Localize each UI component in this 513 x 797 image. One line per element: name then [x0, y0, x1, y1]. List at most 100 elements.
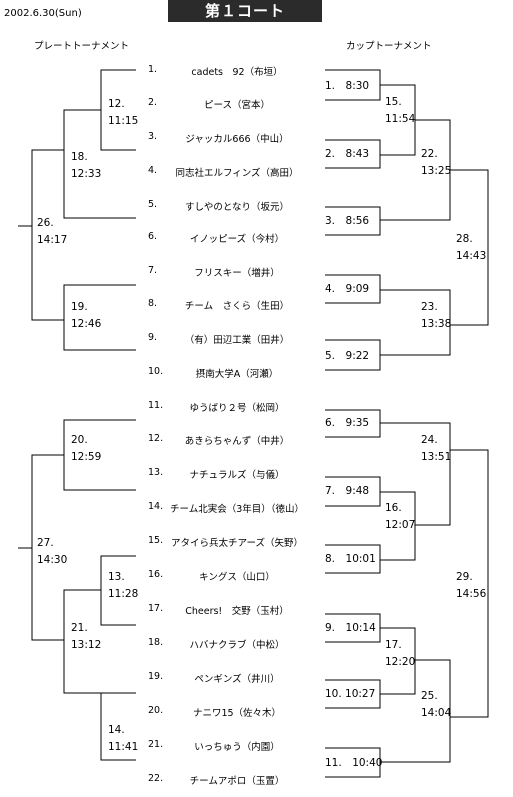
cup-bracket-m24	[380, 422, 451, 526]
team-row: 12. あきらちゃんず（中井）	[148, 433, 308, 449]
cup-match-label: 15.11:54	[385, 96, 416, 125]
team-row: 15. アタイら兵太チアーズ（矢野）	[148, 535, 308, 551]
team-number: 1.	[148, 64, 158, 75]
cup-first-round-label: 9. 10:14	[325, 622, 376, 634]
team-name: Cheers! 交野（玉村）	[185, 606, 289, 617]
cup-match-label: 24.13:51	[421, 434, 452, 463]
team-row: 16.キングス（山口）	[148, 569, 308, 585]
team-row: 4.同志社エルフィンズ（高田）	[148, 165, 308, 181]
cup-first-round-label: 7. 9:48	[325, 485, 370, 497]
team-number: 15.	[148, 535, 164, 546]
team-name: ゆうばり２号（松岡）	[189, 403, 285, 414]
team-number: 17.	[148, 603, 164, 614]
team-number: 12.	[148, 433, 164, 444]
team-row: 5. すしやのとなり（坂元）	[148, 199, 308, 215]
team-name: フリスキー（増井）	[194, 268, 280, 279]
team-number: 20.	[148, 705, 164, 716]
cup-first-round-label: 5. 9:22	[325, 350, 370, 362]
cup-match-box-2	[325, 139, 381, 169]
team-row: 22. チームアポロ（玉置）	[148, 773, 308, 789]
team-name: チーム さくら（生田）	[184, 301, 290, 312]
team-row: 1. cadets 92（布垣）	[148, 64, 308, 80]
team-row: 18.ハバナクラブ（中松）	[148, 637, 308, 653]
cup-bracket-m16	[380, 491, 416, 561]
team-name: アタイら兵太チアーズ（矢野）	[171, 538, 303, 549]
team-number: 22.	[148, 773, 164, 784]
team-number: 21.	[148, 739, 164, 750]
cup-first-round-label: 6. 9:35	[325, 417, 370, 429]
cup-bracket-m29	[450, 449, 489, 718]
team-name: すしやのとなり（坂元）	[184, 202, 290, 213]
team-name: cadets 92（布垣）	[191, 67, 283, 78]
team-number: 19.	[148, 671, 164, 682]
team-name: いっちゅう（内園）	[194, 742, 280, 753]
team-row: 7. フリスキー（増井）	[148, 265, 308, 281]
plate-match-label: 12.11:15	[108, 98, 139, 127]
team-name: ジャッカル666（中山）	[185, 134, 289, 145]
team-number: 7.	[148, 265, 158, 276]
team-row: 14. チーム北実会（3年目）（徳山）	[148, 501, 308, 517]
team-row: 2. ピース（宮本）	[148, 97, 308, 113]
team-number: 10.	[148, 366, 164, 377]
cup-first-round-label: 11. 10:40	[325, 757, 383, 769]
cup-first-round-label: 2. 8:43	[325, 148, 370, 160]
team-number: 13.	[148, 467, 164, 478]
team-number: 18.	[148, 637, 164, 648]
cup-match-label: 28.14:43	[456, 233, 487, 262]
cup-first-round-label: 10. 10:27	[325, 688, 376, 700]
team-row: 6.イノッピーズ（今村）	[148, 231, 308, 247]
team-row: 9.（有）田辺工業（田井）	[148, 332, 308, 348]
cup-match-label: 16.12:07	[385, 502, 416, 531]
team-row: 19. ペンギンズ（井川）	[148, 671, 308, 687]
team-number: 2.	[148, 97, 158, 108]
plate-match-label: 18.12:33	[71, 151, 102, 180]
team-name: キングス（山口）	[199, 572, 275, 583]
cup-first-round-label: 4. 9:09	[325, 283, 370, 295]
team-name: あきらちゃんず（中井）	[184, 436, 290, 447]
cup-match-label: 17.12:20	[385, 639, 416, 668]
cup-match-box-3	[325, 206, 381, 236]
team-name: イノッピーズ（今村）	[189, 234, 285, 245]
team-row: 10. 摂南大学A（河瀬）	[148, 366, 308, 382]
plate-match-label: 20.12:59	[71, 434, 102, 463]
cup-tournament-label: カップトーナメント	[346, 41, 432, 52]
event-date: 2002.6.30(Sun)	[4, 8, 82, 19]
cup-match-label: 23.13:38	[421, 301, 452, 330]
team-row: 3. ジャッカル666（中山）	[148, 131, 308, 147]
plate-match-label: 21.13:12	[71, 622, 102, 651]
plate-match-label: 27.14:30	[37, 537, 68, 566]
team-row: 8. チーム さくら（生田）	[148, 298, 308, 314]
cup-bracket-m28	[450, 169, 489, 326]
team-number: 8.	[148, 298, 158, 309]
cup-bracket-m25	[380, 659, 451, 763]
cup-match-box-8	[325, 544, 381, 574]
team-number: 3.	[148, 131, 158, 142]
cup-first-round-label: 3. 8:56	[325, 215, 370, 227]
cup-bracket-m17	[380, 627, 416, 695]
cup-match-label: 29.14:56	[456, 571, 487, 600]
team-name: 同志社エルフィンズ（高田）	[175, 168, 299, 179]
team-name: チーム北実会（3年目）（徳山）	[169, 504, 304, 515]
plate-bracket-m19	[63, 284, 136, 351]
plate-tournament-label: プレートトーナメント	[34, 41, 130, 52]
team-name: チームアポロ（玉置）	[189, 776, 285, 787]
team-name: ピース（宮本）	[203, 100, 271, 111]
plate-match-label: 13.11:28	[108, 571, 139, 600]
plate-bracket-m18	[63, 109, 136, 219]
team-row: 17. Cheers! 交野（玉村）	[148, 603, 308, 619]
team-name: 摂南大学A（河瀬）	[195, 369, 279, 380]
team-number: 14.	[148, 501, 164, 512]
plate-match-label: 19.12:46	[71, 301, 102, 330]
team-row: 20. ナニワ15（佐々木）	[148, 705, 308, 721]
plate-bracket-m26	[31, 149, 64, 321]
plate-match-label: 14.11:41	[108, 724, 139, 753]
team-name: ペンギンズ（井川）	[194, 674, 280, 685]
cup-match-label: 22.13:25	[421, 148, 452, 177]
cup-first-round-label: 8. 10:01	[325, 553, 376, 565]
team-number: 5.	[148, 199, 158, 210]
plate-bracket-m21	[63, 589, 101, 694]
cup-bracket-m23	[380, 289, 451, 356]
cup-match-label: 25.14:04	[421, 690, 452, 719]
team-name: ナニワ15（佐々木）	[192, 708, 282, 719]
